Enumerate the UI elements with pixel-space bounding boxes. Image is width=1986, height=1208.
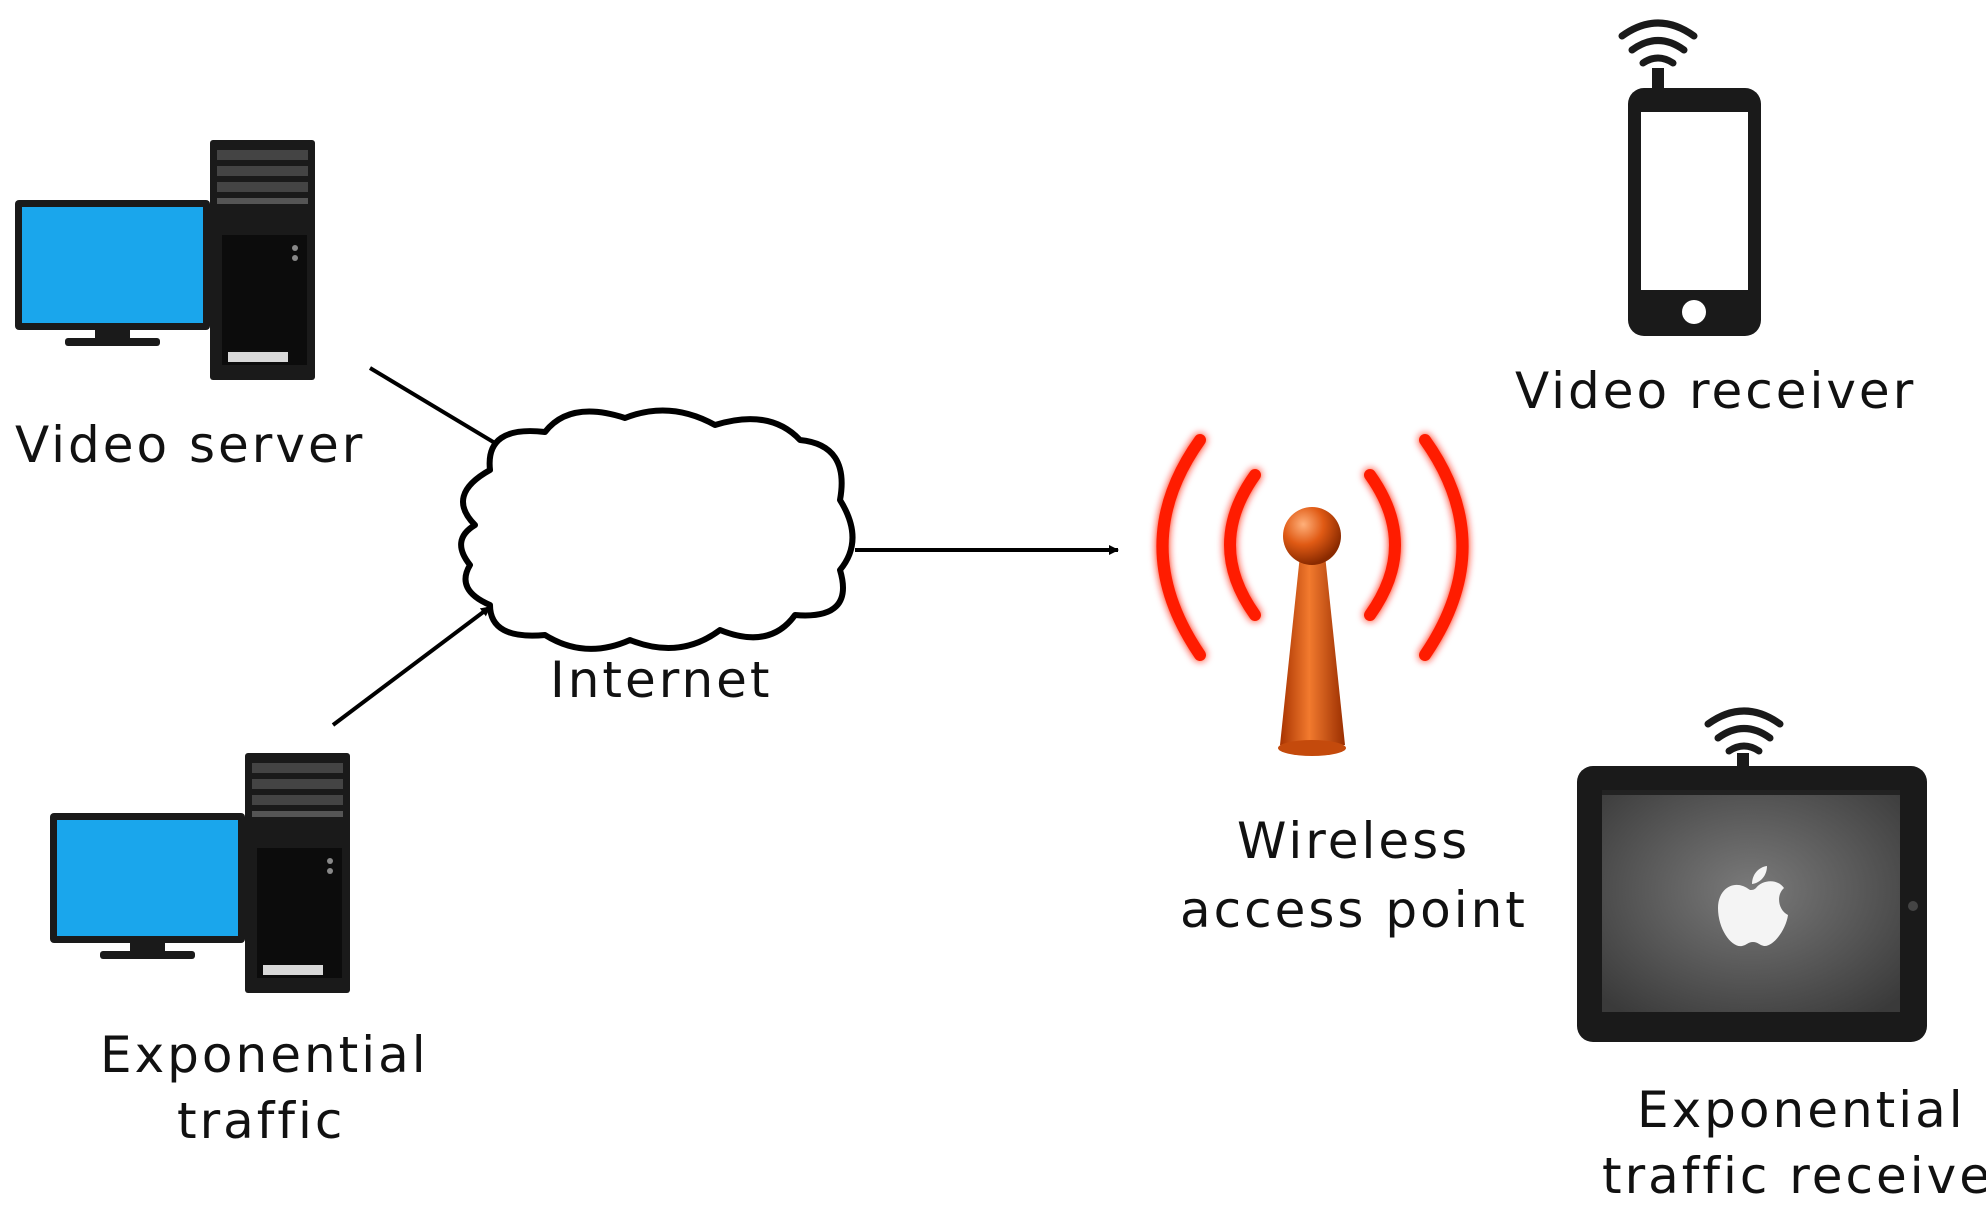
exponential-traffic-computer-icon: [50, 753, 350, 993]
video-server-computer-icon: [15, 140, 315, 380]
exponential-traffic-label-line1: Exponential: [100, 1026, 429, 1084]
smartphone-icon: [1618, 19, 1761, 336]
tablet-wifi-icon: [1704, 707, 1784, 755]
apple-logo-icon: [1718, 866, 1788, 947]
internet-label: Internet: [550, 651, 773, 709]
exponential-traffic-receiver-label-line1: Exponential: [1637, 1081, 1966, 1139]
cloud-icon: [458, 407, 856, 652]
phone-wifi-icon: [1618, 19, 1698, 67]
video-receiver-label: Video receiver: [1515, 362, 1916, 420]
wireless-access-point-label-line1: Wireless: [1237, 812, 1470, 870]
exponential-traffic-receiver-label-line2: traffic receiver: [1602, 1147, 1986, 1205]
tablet-icon: [1577, 707, 1927, 1042]
arrow-exponential-to-internet: [331, 605, 492, 727]
exponential-traffic-label-line2: traffic: [177, 1092, 345, 1150]
video-server-label: Video server: [15, 416, 365, 474]
antenna-icon: [1156, 434, 1469, 756]
wireless-access-point-label-line2: access point: [1180, 881, 1528, 939]
